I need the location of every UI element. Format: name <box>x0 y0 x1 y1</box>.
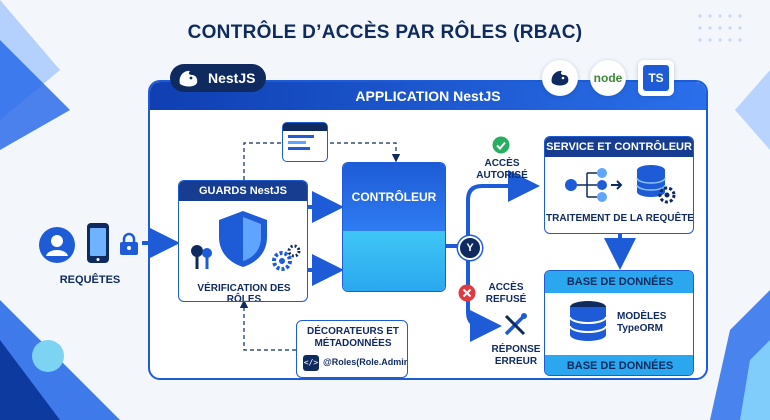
database-stack-icon <box>569 301 607 341</box>
denied-icon <box>458 284 476 302</box>
user-icon <box>39 227 75 263</box>
typeorm-models-label: MODÈLES TypeORM <box>617 311 667 334</box>
keys-icon <box>191 245 212 269</box>
code-tag-icon: </> <box>303 355 319 371</box>
lock-icon <box>120 232 138 255</box>
code-window-icon <box>282 122 328 162</box>
service-caption: TRAITEMENT DE LA REQUÊTE <box>546 213 694 224</box>
requests-label: REQUÊTES <box>59 274 121 286</box>
nodejs-icon-text: node <box>593 71 623 85</box>
decorators-box: DÉCORATEURS ET MÉTADONNÉES </> @Roles(Ro… <box>296 320 408 378</box>
guards-box: GUARDS NestJS VÉRIFICATION DES RÔLES <box>178 180 308 302</box>
nodejs-icon: node <box>590 60 626 96</box>
check-icon <box>492 136 510 154</box>
tools-icon <box>504 313 527 336</box>
access-denied-label: ACCÈS REFUSÉ <box>485 282 527 305</box>
database-footer: BASE DE DONNÉES <box>545 355 693 375</box>
gears-icon <box>272 244 301 271</box>
service-box: SERVICE ET CONTRÔLEUR TRAITEMENT DE LA R… <box>544 136 694 234</box>
service-header: SERVICE ET CONTRÔLEUR <box>545 137 693 157</box>
database-box: BASE DE DONNÉES MODÈLES TypeORM BASE DE … <box>544 270 694 376</box>
database-header: BASE DE DONNÉES <box>545 271 693 293</box>
database-gear-icon <box>636 165 676 204</box>
controller-block: CONTRÔLEUR <box>342 162 446 292</box>
smartphone-icon <box>87 223 109 263</box>
roles-decorator-code: @Roles(Role.Admin) <box>323 357 408 367</box>
typescript-icon-text: TS <box>648 71 664 85</box>
decorators-title: DÉCORATEURS ET MÉTADONNÉES <box>306 326 400 349</box>
access-granted-label: ACCÈS AUTORISÉ <box>476 158 528 181</box>
typescript-icon: TS <box>638 60 674 96</box>
requests-group: REQUÊTES <box>38 222 142 292</box>
decision-letter: Y <box>466 242 474 254</box>
guards-header: GUARDS NestJS <box>179 181 307 201</box>
guards-caption: VÉRIFICATION DES RÔLES <box>197 283 291 302</box>
decision-node: Y <box>458 236 482 260</box>
error-response-label: RÉPONSE ERREUR <box>491 344 541 367</box>
controller-label: CONTRÔLEUR <box>351 190 437 204</box>
nestjs-cat-icon <box>179 70 198 87</box>
shield-icon <box>219 211 267 267</box>
page-title: CONTRÔLE D’ACCÈS PAR RÔLES (RBAC) <box>187 22 583 43</box>
workflow-icon <box>565 168 623 202</box>
nestjs-badge-label: NestJS <box>208 70 256 86</box>
nestjs-icon <box>542 60 578 96</box>
